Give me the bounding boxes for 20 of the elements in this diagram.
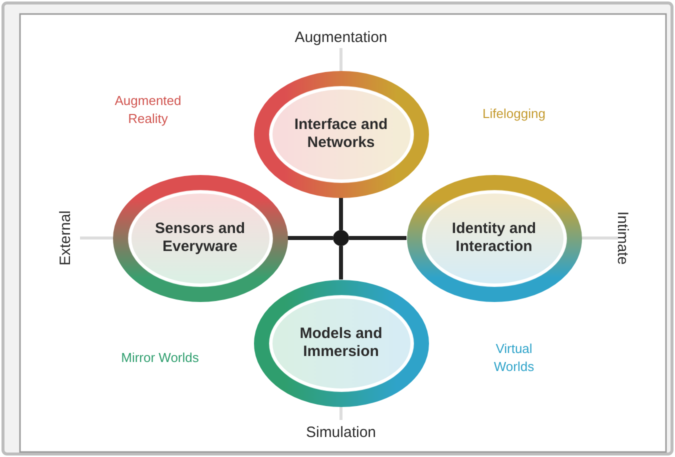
node-label: Sensors and Everyware [154, 220, 246, 256]
quadrant-label: Mirror Worlds [120, 349, 200, 367]
connector-line [349, 236, 406, 240]
connector-line [339, 246, 343, 280]
hub-dot [333, 230, 349, 246]
axis-label: External [57, 210, 75, 266]
ring-circle [254, 280, 428, 406]
quadrant-label: Virtual Worlds [492, 340, 536, 376]
connector-line [288, 236, 333, 240]
axis-label: Simulation [306, 424, 376, 442]
quadrant-label: Lifelogging [482, 105, 546, 123]
connector-line [339, 198, 343, 230]
ring-circle [254, 70, 428, 198]
axis-label: Augmentation [294, 29, 388, 47]
node-label: Models and Immersion [298, 325, 384, 361]
quadrant-label: Augmented Reality [114, 92, 182, 128]
node-label: Identity and Interaction [450, 220, 538, 256]
axis-label: Intimate [613, 211, 631, 265]
ring-circle [112, 174, 288, 302]
node-label: Interface and Networks [293, 116, 389, 152]
